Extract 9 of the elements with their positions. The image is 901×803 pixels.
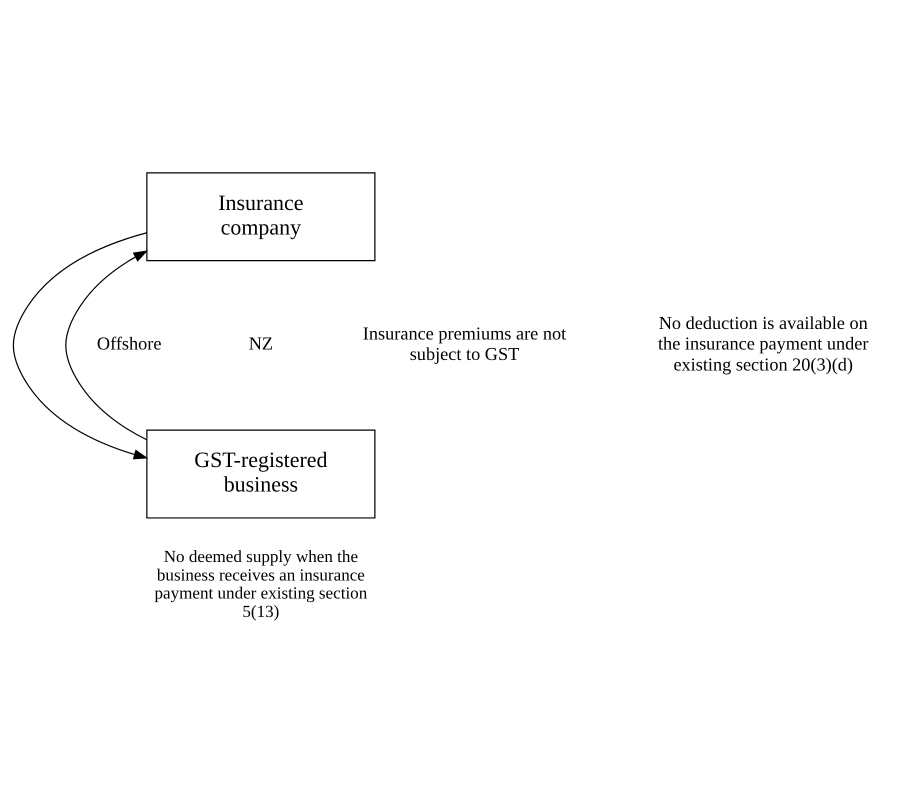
arrow — [12, 232, 148, 460]
arrow — [65, 250, 148, 440]
label: NZ — [248, 334, 274, 354]
node-box: GST-registered business — [146, 430, 376, 519]
label: Offshore — [96, 334, 162, 354]
label: No deduction is available on the insurance payment under existing section 20(3)(d) — [658, 312, 868, 374]
node-label: No deemed supply when the business receives an insurance payment under existing section 5(13) — [154, 547, 368, 621]
node-box: Insurance company — [146, 172, 376, 262]
label: Insurance premiums are not subject to GST — [362, 323, 566, 364]
